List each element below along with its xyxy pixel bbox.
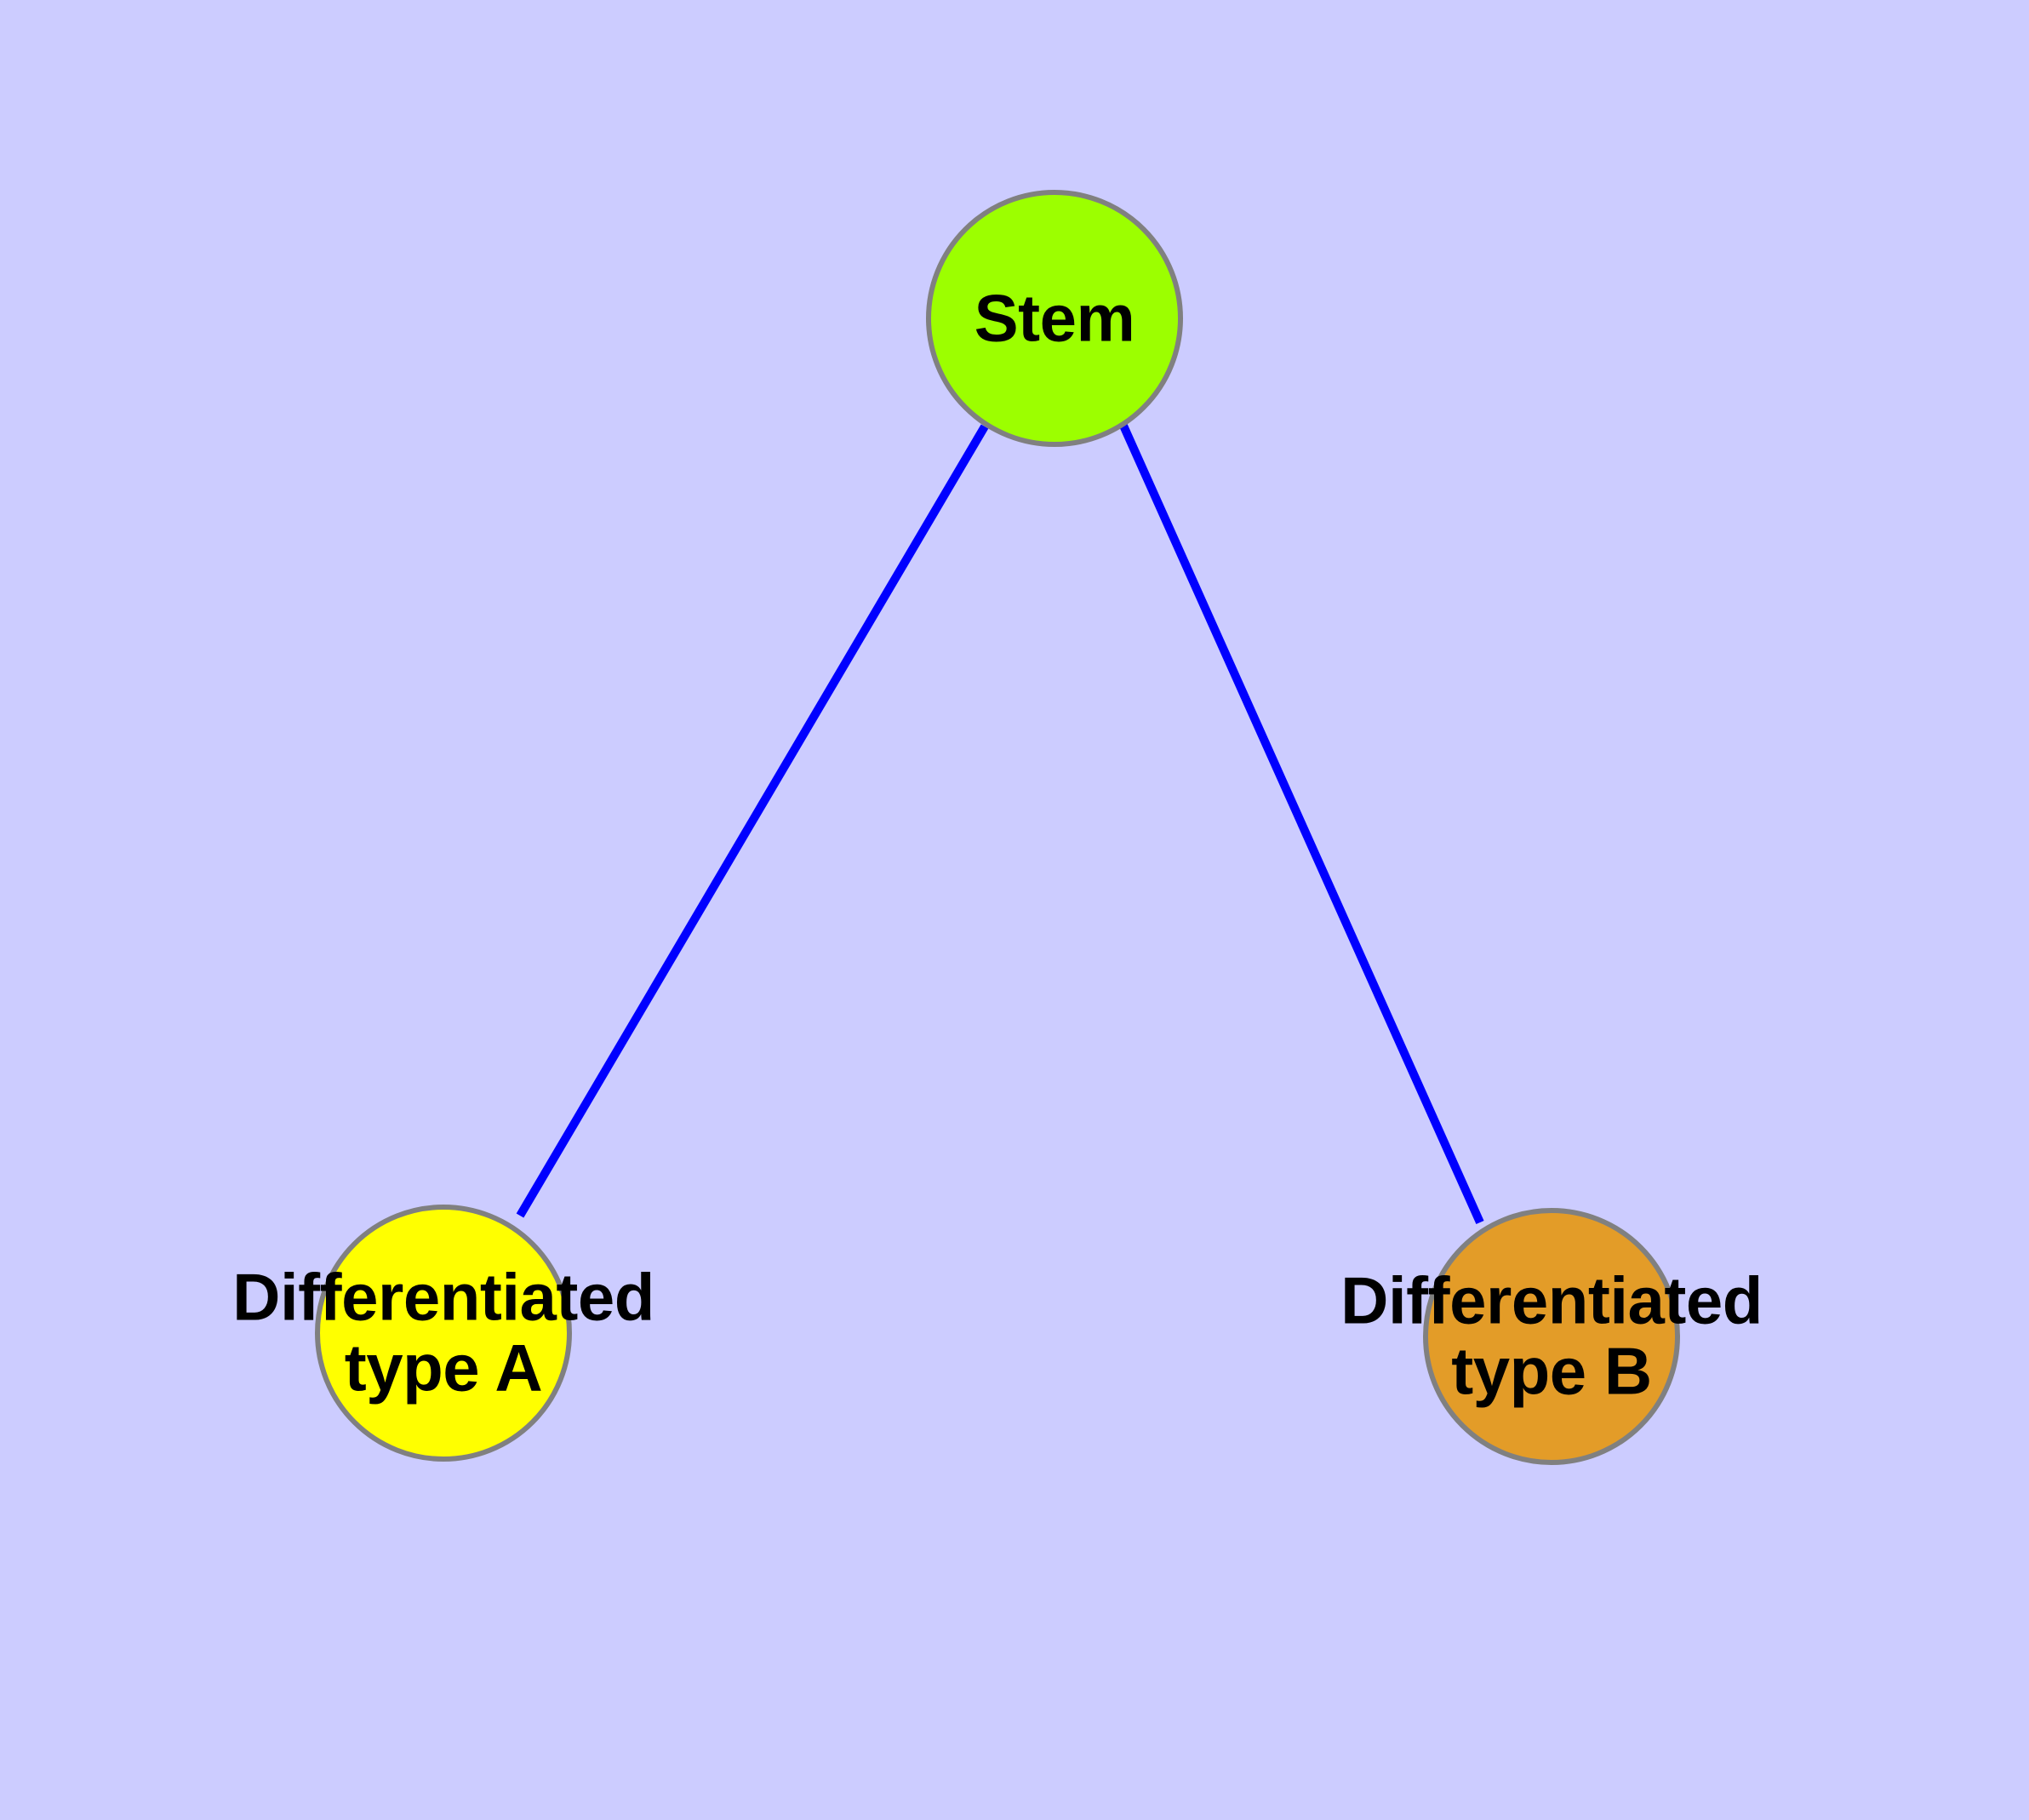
node-stem-circle[interactable] [926,190,1183,447]
node-stem[interactable]: Stem [926,190,1183,447]
edge-stem-to-differentiated-type-b[interactable] [1119,423,1484,1225]
node-differentiated-type-a[interactable]: Differentiated type A [232,1205,654,1462]
node-differentiated-type-a-circle[interactable] [315,1205,572,1462]
node-differentiated-type-b-circle[interactable] [1423,1208,1680,1465]
node-differentiated-type-b[interactable]: Differentiated type B [1340,1208,1763,1465]
edge-stem-to-differentiated-type-a[interactable] [516,424,989,1218]
